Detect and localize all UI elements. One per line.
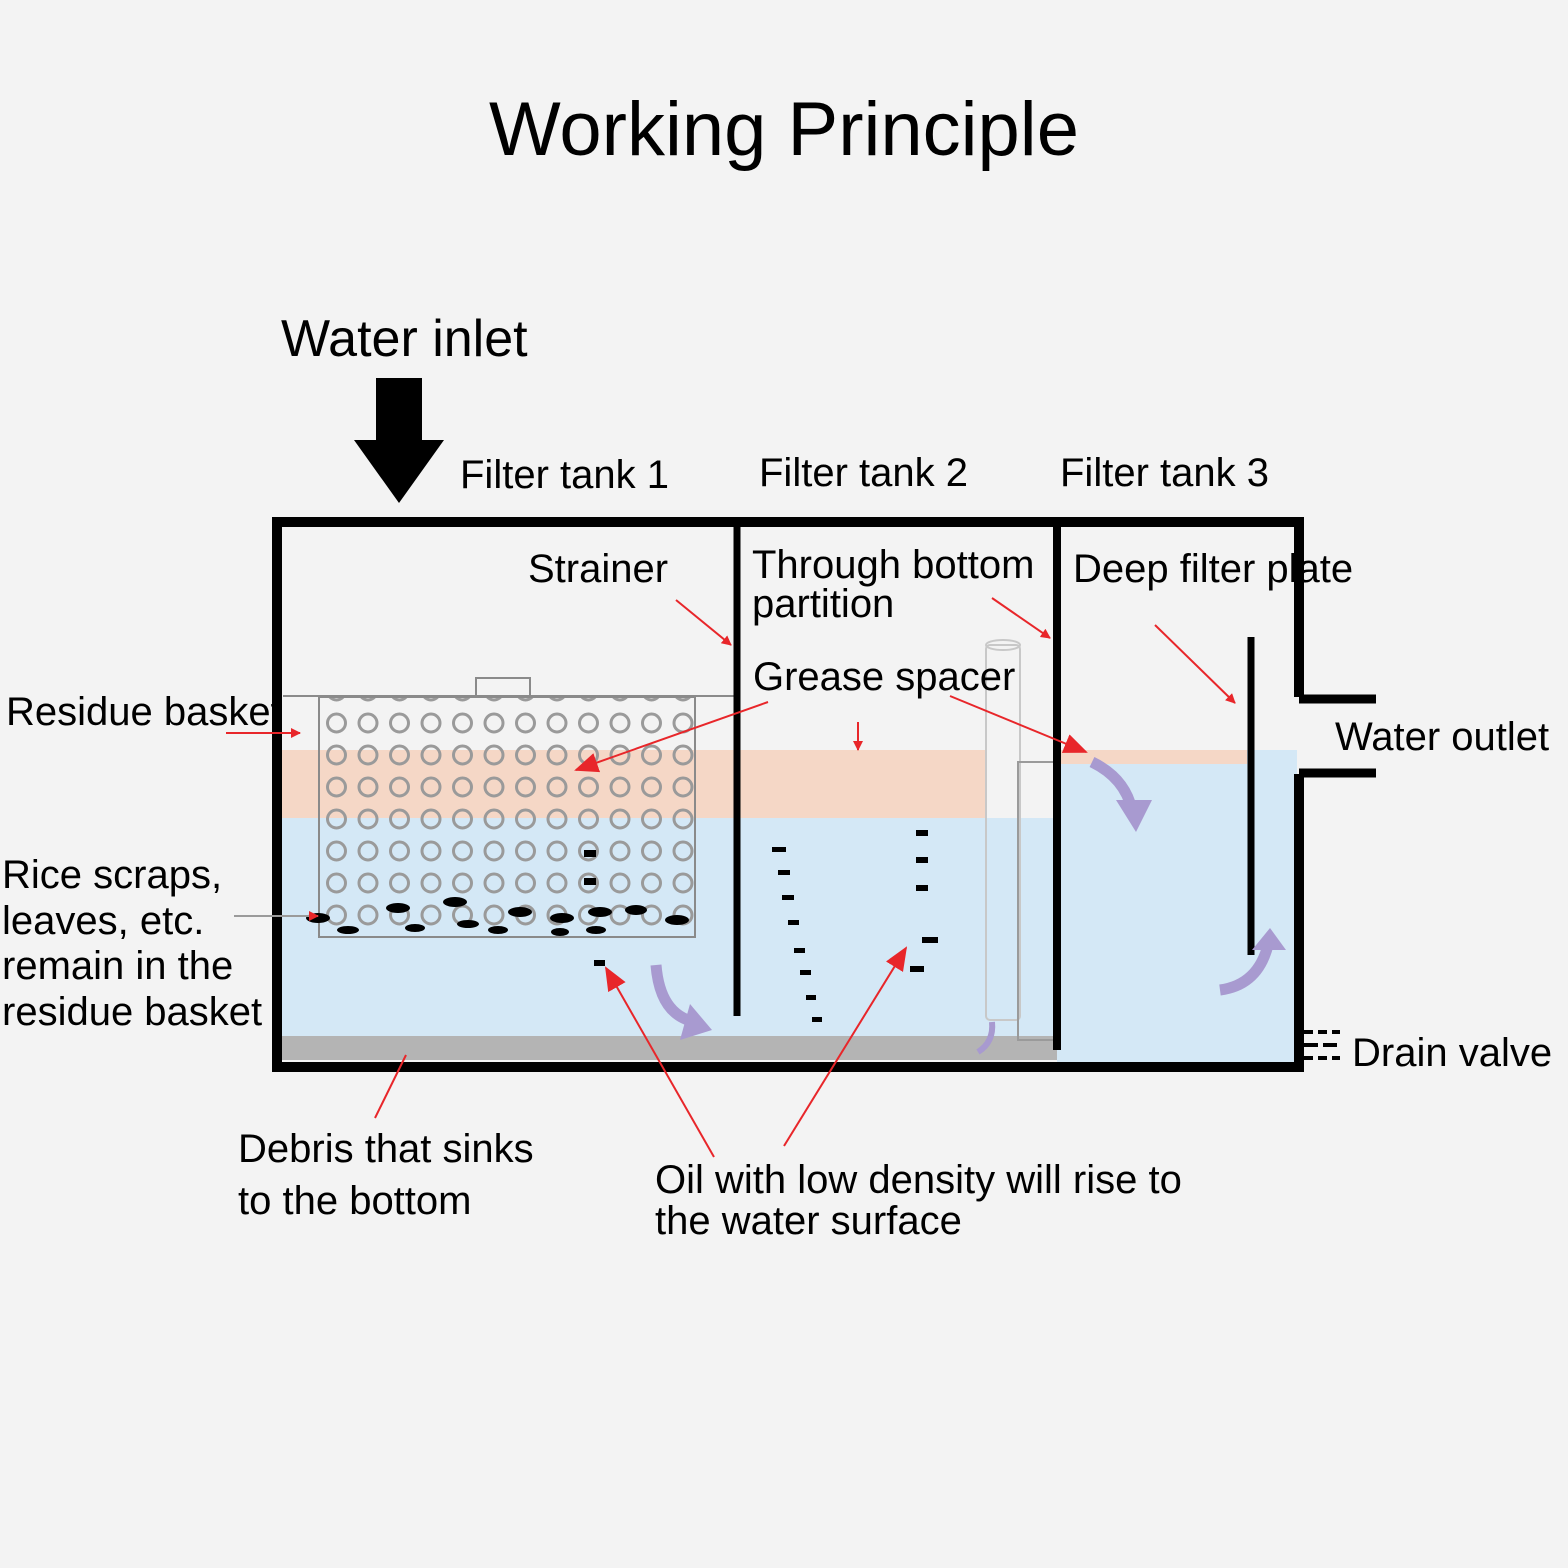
residue-basket-label: Residue basket (6, 690, 282, 734)
water-outlet-label: Water outlet (1335, 715, 1550, 759)
filter-tank-1-label: Filter tank 1 (460, 453, 669, 497)
water-body-tank3 (1057, 750, 1297, 1062)
water-inlet-label: Water inlet (281, 310, 528, 368)
oil-droplets (772, 830, 938, 1022)
residue-basket (283, 677, 737, 938)
drain-valve-icon (1304, 1030, 1342, 1060)
filter-tank-2-label: Filter tank 2 (759, 451, 968, 495)
sediment-layer (281, 1036, 1057, 1060)
page-title: Working Principle (489, 87, 1079, 172)
through-bottom-partition-label: Through bottom partition (752, 543, 1035, 626)
debris-label: Debris that sinks to the bottom (238, 1127, 534, 1223)
strainer-label: Strainer (528, 547, 669, 591)
oil-rise-label: Oil with low density will rise to the wa… (655, 1158, 1182, 1243)
drain-valve-label: Drain valve (1352, 1031, 1553, 1075)
callout-arrows (226, 597, 1236, 1158)
grease-spacer-label: Grease spacer (753, 655, 1016, 699)
flow-arrowhead-icon (680, 800, 1286, 1040)
deep-filter-plate-label: Deep filter plate (1073, 547, 1354, 591)
water-inlet-arrow-icon (354, 378, 444, 503)
rice-scraps-label: Rice scraps, leaves, etc. remain in the … (2, 853, 263, 1034)
rice-scraps-debris (306, 850, 689, 966)
oil-layer-right (1057, 750, 1247, 764)
filter-tank-3-label: Filter tank 3 (1060, 451, 1269, 495)
tank-outline (272, 517, 1376, 1072)
